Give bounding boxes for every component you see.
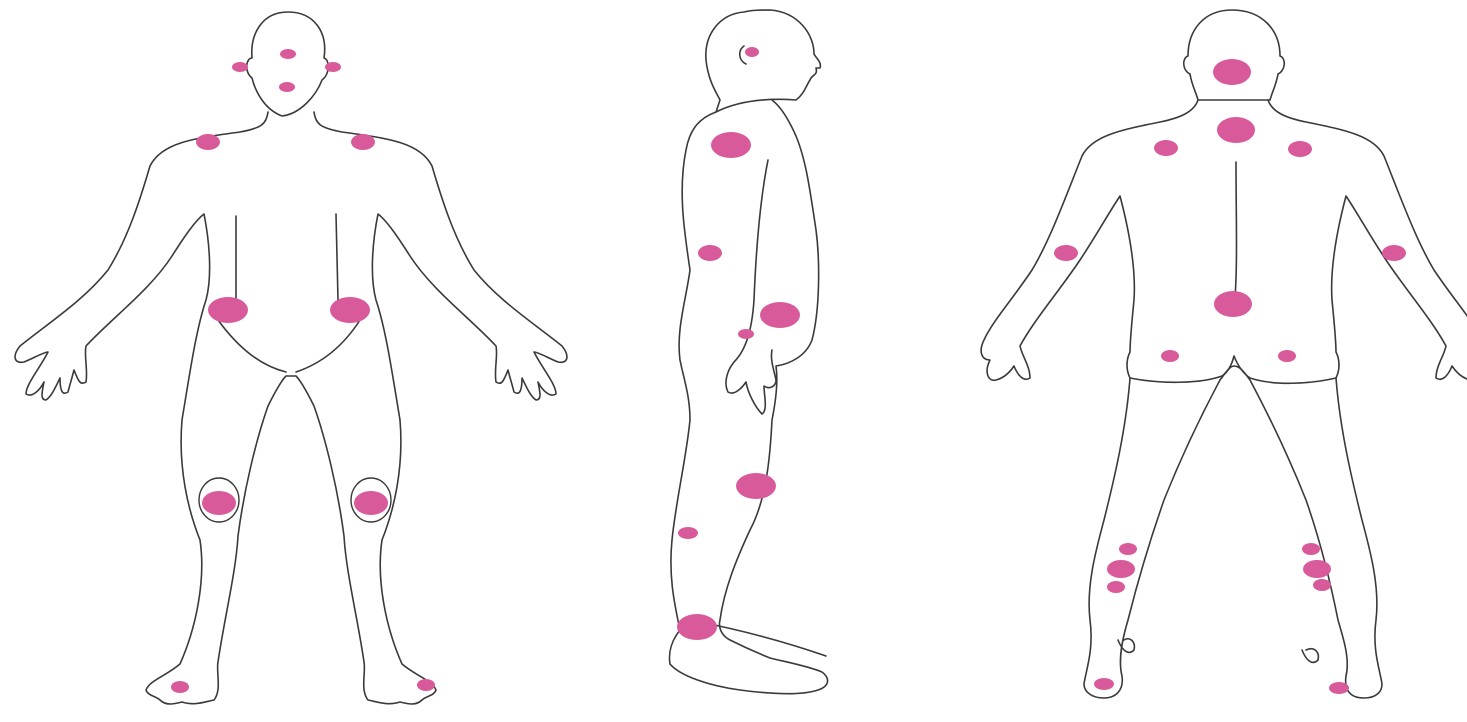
- front-spot-ear-left: [232, 62, 248, 72]
- front-spot-jaw: [279, 82, 295, 92]
- back-spot-occiput: [1213, 59, 1251, 85]
- spots-layer: [171, 47, 1406, 694]
- back-spot-lower-back: [1214, 291, 1252, 317]
- back-spot-knee-right-1: [1302, 543, 1320, 555]
- back-spine-line: [1234, 162, 1237, 310]
- side-arm-outline: [726, 160, 776, 414]
- side-spot-calf: [678, 527, 698, 539]
- side-view: [669, 10, 827, 694]
- front-chest-line-right: [336, 214, 338, 300]
- back-spot-knee-right-3: [1313, 579, 1331, 591]
- back-buttocks-line: [1130, 356, 1336, 383]
- front-body-outline: [15, 112, 567, 704]
- side-ear: [740, 46, 746, 64]
- back-spot-elbow-left: [1054, 245, 1078, 261]
- side-spot-shoulder: [711, 132, 751, 158]
- front-spot-foot-right: [417, 679, 435, 691]
- back-head-outline: [1184, 10, 1285, 100]
- side-spot-back: [698, 245, 722, 261]
- back-heel-right: [1302, 649, 1318, 663]
- back-spot-elbow-right: [1382, 245, 1406, 261]
- back-spot-buttock-left: [1161, 350, 1179, 362]
- side-spot-knee: [736, 473, 776, 499]
- front-head-outline: [247, 12, 329, 116]
- front-spot-hip-left: [208, 297, 248, 323]
- front-spot-foot-left: [171, 681, 189, 693]
- side-spot-hip: [760, 302, 800, 328]
- back-spot-heel-left: [1094, 678, 1114, 690]
- front-pelvis-line: [218, 320, 360, 372]
- side-head-outline: [706, 10, 821, 112]
- back-spot-shoulder-right: [1288, 141, 1312, 157]
- side-spot-wrist: [738, 329, 754, 339]
- back-spot-buttock-right: [1278, 350, 1296, 362]
- front-view: [15, 12, 567, 704]
- side-spot-ear: [745, 47, 759, 57]
- back-spot-knee-left-2: [1107, 560, 1135, 578]
- back-spot-knee-left-1: [1119, 543, 1137, 555]
- back-spot-shoulder-left: [1154, 140, 1178, 156]
- side-spot-heel: [677, 614, 717, 640]
- front-spot-forehead: [280, 49, 296, 59]
- front-spot-shoulder-right: [351, 134, 375, 150]
- back-body-outline: [981, 100, 1467, 698]
- back-spot-heel-right: [1329, 682, 1349, 694]
- front-spot-ear-right: [325, 62, 341, 72]
- front-spot-shoulder-left: [196, 134, 220, 150]
- back-spot-knee-left-3: [1107, 581, 1125, 593]
- side-foot-line: [700, 622, 826, 656]
- front-spot-knee-left: [202, 491, 236, 515]
- front-spot-hip-right: [330, 297, 370, 323]
- back-spot-neck: [1217, 117, 1255, 143]
- back-view: [981, 10, 1467, 698]
- back-spot-knee-right-2: [1303, 560, 1331, 578]
- side-body-outline: [669, 100, 827, 694]
- front-spot-knee-right: [354, 491, 388, 515]
